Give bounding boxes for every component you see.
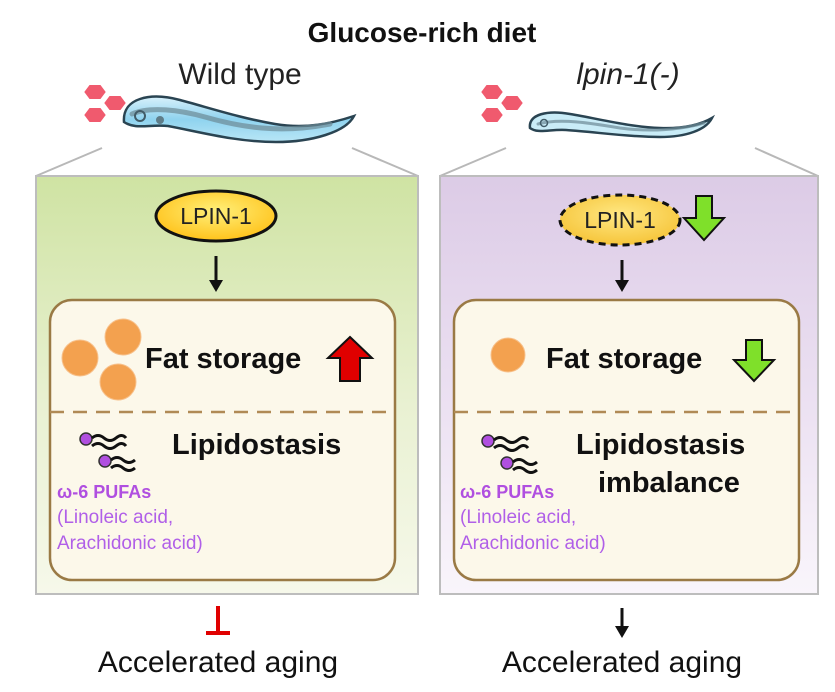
promotion-arrow (615, 608, 629, 638)
fat-droplet (490, 337, 526, 373)
fat-storage-label: Fat storage (145, 343, 301, 375)
pufa-detail-line1: (Linoleic acid, (57, 507, 173, 528)
lipidostasis-label: Lipidostasis (172, 429, 341, 461)
pufa-molecule-icon (481, 434, 538, 474)
imbalance-label: imbalance (598, 467, 740, 499)
worm-wild-type-icon (122, 95, 357, 144)
pufa-detail-line1: (Linoleic acid, (460, 507, 576, 528)
decrease-arrow-icon (731, 339, 777, 383)
lipid-box-wild-type (48, 298, 397, 582)
panel-lpin-1-mutant: lpin-1(-) LPIN-1 Fat storage (439, 58, 819, 679)
lpin-1-label: LPIN-1 (584, 207, 656, 233)
activation-arrow (209, 256, 223, 292)
increase-arrow-icon (325, 335, 375, 382)
lipid-box-lpin-1-mutant (452, 298, 801, 582)
figure-title: Glucose-rich diet (308, 17, 537, 48)
panel-header-wild-type: Wild type (178, 58, 301, 91)
activation-arrow (615, 260, 629, 292)
pufa-label: ω-6 PUFAs (460, 482, 554, 502)
fat-storage-label: Fat storage (546, 343, 702, 375)
lipidostasis-label: Lipidostasis (576, 429, 745, 461)
inhibition-icon (206, 606, 230, 635)
pufa-detail-line2: Arachidonic acid) (460, 533, 606, 554)
lpin-1-node-reduced: LPIN-1 (558, 193, 682, 247)
pufa-detail-line2: Arachidonic acid) (57, 533, 203, 554)
lpin-1-label: LPIN-1 (180, 203, 252, 229)
glucose-icon (478, 83, 526, 124)
glucose-icon (81, 83, 129, 124)
outcome-label-lpin-1: Accelerated aging (502, 646, 742, 679)
lpin-1-node: LPIN-1 (154, 189, 278, 243)
panel-header-lpin-1: lpin-1(-) (576, 58, 679, 91)
outcome-label-wild-type: Accelerated aging (98, 646, 338, 679)
fat-droplets (61, 318, 142, 401)
pufa-label: ω-6 PUFAs (57, 482, 151, 502)
pufa-molecule-icon (79, 432, 136, 472)
decrease-arrow-icon (681, 195, 727, 242)
worm-mutant-icon (528, 111, 716, 139)
panel-wild-type: Wild type LPIN-1 (35, 58, 419, 679)
